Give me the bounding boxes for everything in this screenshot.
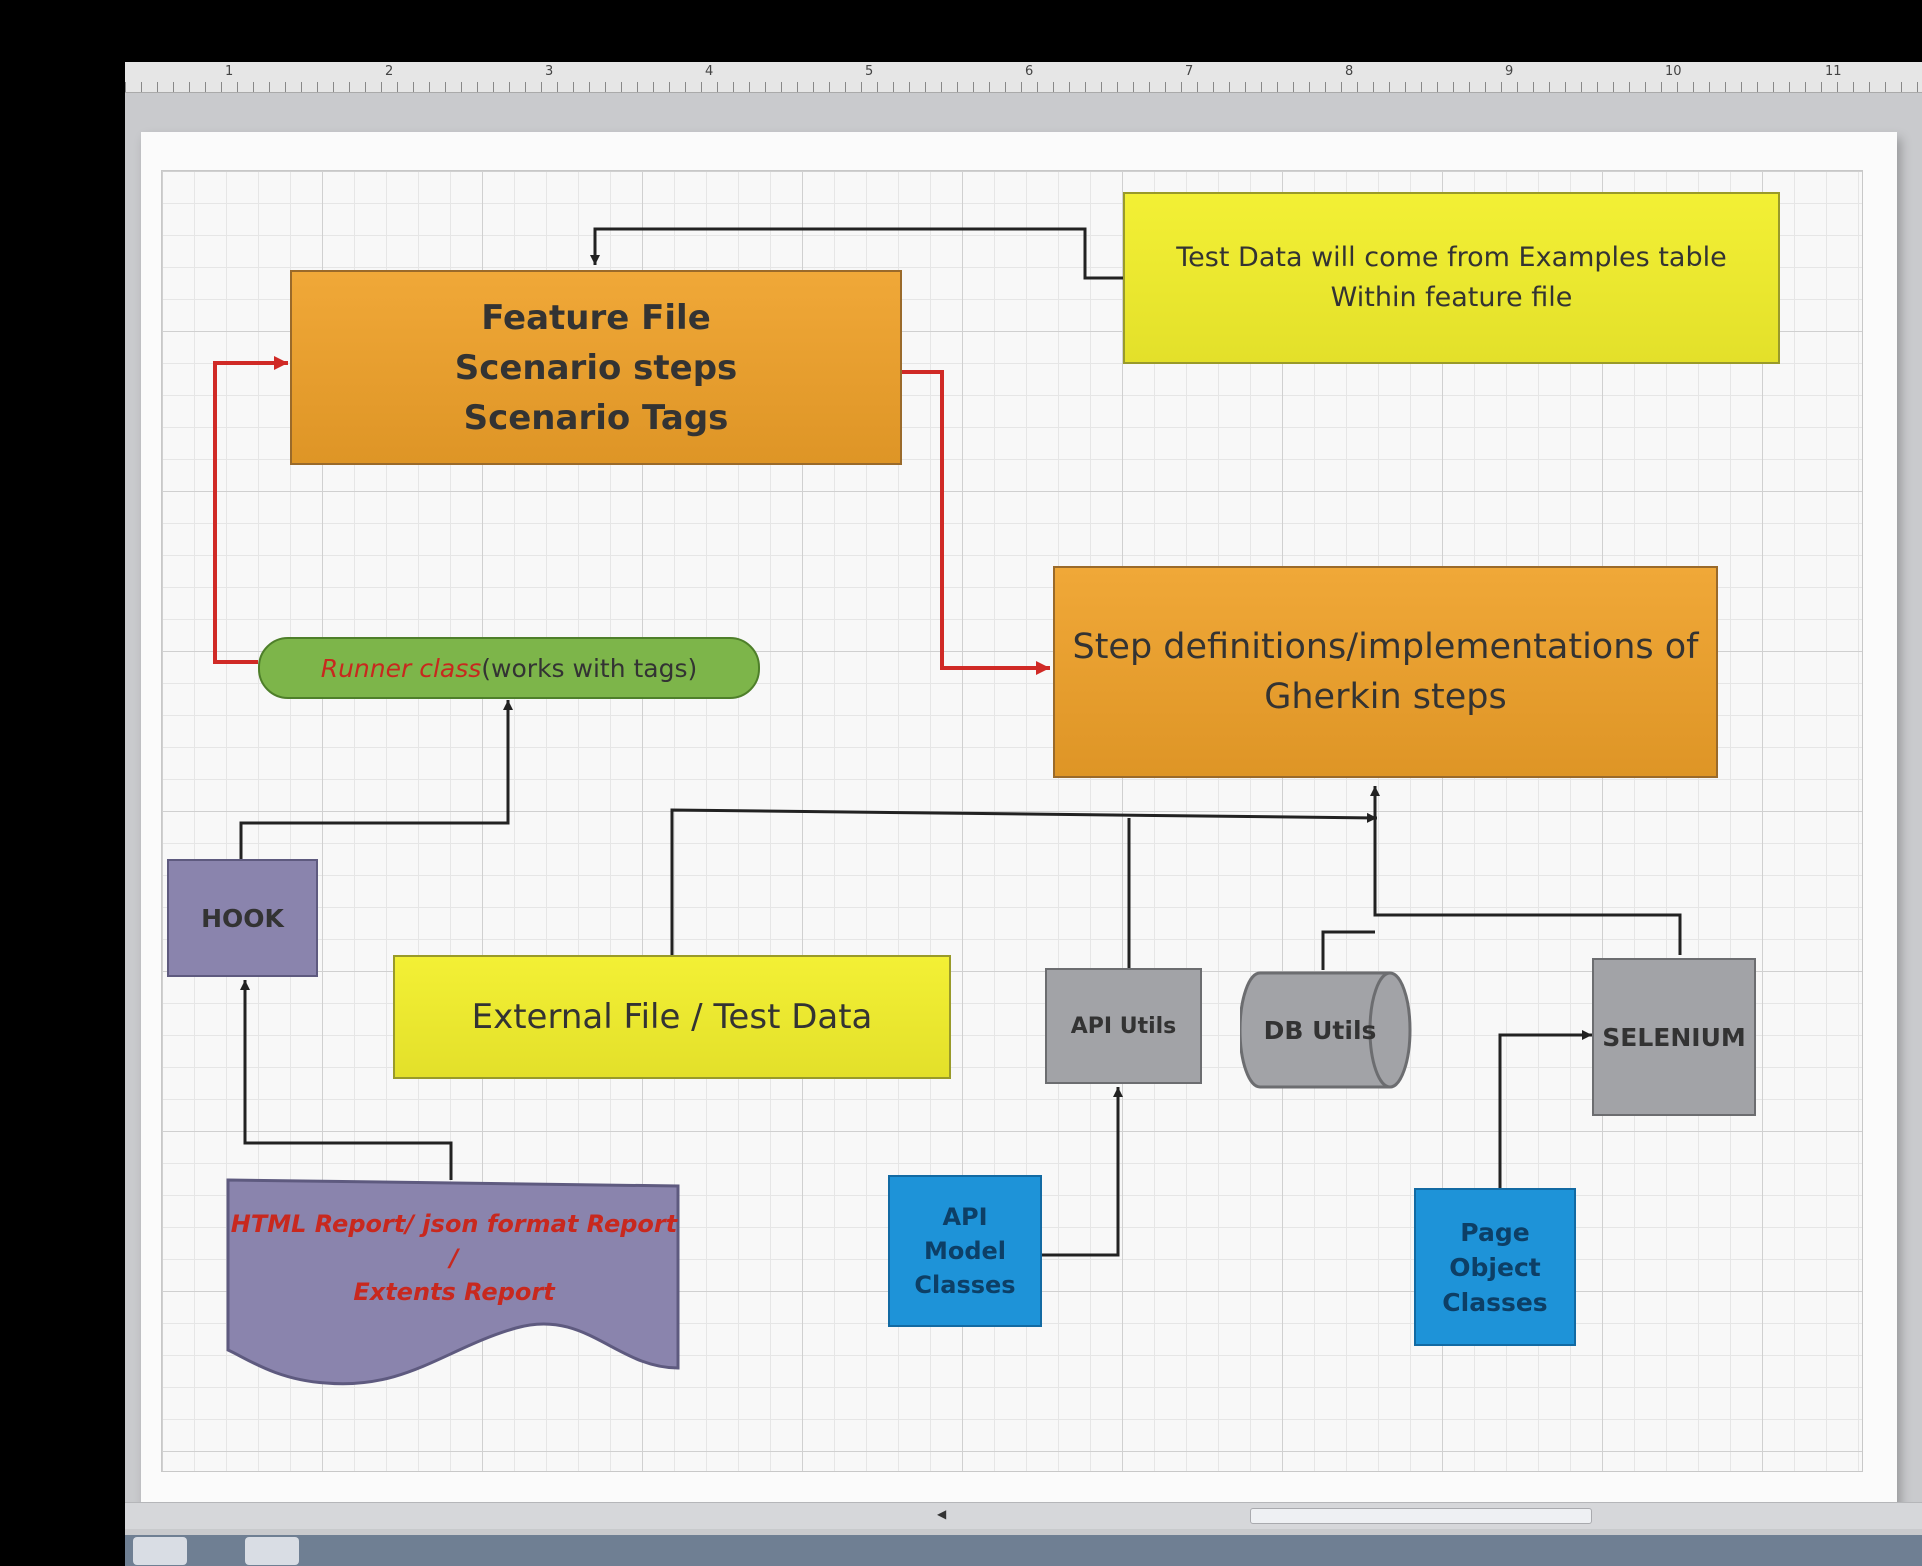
hook-box[interactable]: HOOK (167, 859, 318, 977)
page-object-line: Object (1449, 1252, 1541, 1282)
step-definitions-box[interactable]: Step definitions/implementations of Gher… (1053, 566, 1718, 778)
page-object-classes-box[interactable]: Page Object Classes (1414, 1188, 1576, 1346)
ruler-mark: 10 (1665, 64, 1682, 79)
test-data-note-box[interactable]: Test Data will come from Examples table … (1123, 192, 1780, 364)
ruler-mark: 8 (1345, 64, 1354, 79)
taskbar (125, 1535, 1922, 1566)
runner-class-label: Runner class (320, 653, 482, 683)
ruler-mark: 5 (865, 64, 874, 79)
report-line: Extents Report (353, 1278, 555, 1306)
page-object-line: Classes (1442, 1287, 1548, 1317)
db-utils-box[interactable]: DB Utils (1240, 970, 1414, 1090)
external-file-box[interactable]: External File / Test Data (393, 955, 951, 1079)
selenium-label: SELENIUM (1602, 1022, 1746, 1052)
taskbar-app-icon[interactable] (133, 1537, 187, 1565)
runner-class-box[interactable]: Runner class(works with tags) (258, 637, 760, 699)
api-utils-box[interactable]: API Utils (1045, 968, 1202, 1084)
ruler-mark: 9 (1505, 64, 1514, 79)
cylinder-shape (1240, 971, 1412, 1089)
external-file-label: External File / Test Data (471, 997, 873, 1037)
scroll-left-arrow-icon[interactable]: ◀ (937, 1507, 947, 1521)
step-definitions-line: Step definitions/implementations of (1072, 627, 1699, 667)
api-model-line: Classes (914, 1271, 1016, 1299)
test-data-note-line: Within feature file (1330, 282, 1573, 313)
step-definitions-line: Gherkin steps (1264, 677, 1507, 717)
hook-label: HOOK (201, 903, 284, 933)
report-document-box[interactable]: HTML Report/ json format Report / Extent… (226, 1178, 682, 1390)
document-shape (226, 1178, 680, 1386)
ruler-mark: 2 (385, 64, 394, 79)
ruler-mark: 11 (1825, 64, 1842, 79)
feature-file-line: Scenario Tags (463, 397, 729, 438)
feature-file-line: Scenario steps (454, 347, 738, 388)
api-utils-label: API Utils (1070, 1013, 1177, 1039)
scrollbar-thumb[interactable] (1250, 1508, 1592, 1524)
db-utils-label: DB Utils (1263, 1015, 1377, 1045)
runner-class-detail: (works with tags) (481, 653, 698, 683)
ruler-mark: 7 (1185, 64, 1194, 79)
selenium-box[interactable]: SELENIUM (1592, 958, 1756, 1116)
test-data-note-line: Test Data will come from Examples table (1176, 242, 1727, 273)
ruler-mark: 3 (545, 64, 554, 79)
ruler-mark: 6 (1025, 64, 1034, 79)
horizontal-scrollbar[interactable]: ◀ (125, 1502, 1922, 1529)
taskbar-visio-icon[interactable] (245, 1537, 299, 1565)
report-line: HTML Report/ json format Report / (230, 1210, 678, 1272)
api-model-classes-box[interactable]: API Model Classes (888, 1175, 1042, 1327)
page-object-line: Page (1460, 1217, 1530, 1247)
feature-file-box[interactable]: Feature File Scenario steps Scenario Tag… (290, 270, 902, 465)
ruler-mark: 4 (705, 64, 714, 79)
ruler-mark: 1 (225, 64, 234, 79)
api-model-line: API (942, 1203, 988, 1231)
api-model-line: Model (923, 1237, 1007, 1265)
horizontal-ruler: 1 2 3 4 5 6 7 8 9 10 11 (125, 62, 1922, 93)
feature-file-line: Feature File (481, 297, 711, 338)
